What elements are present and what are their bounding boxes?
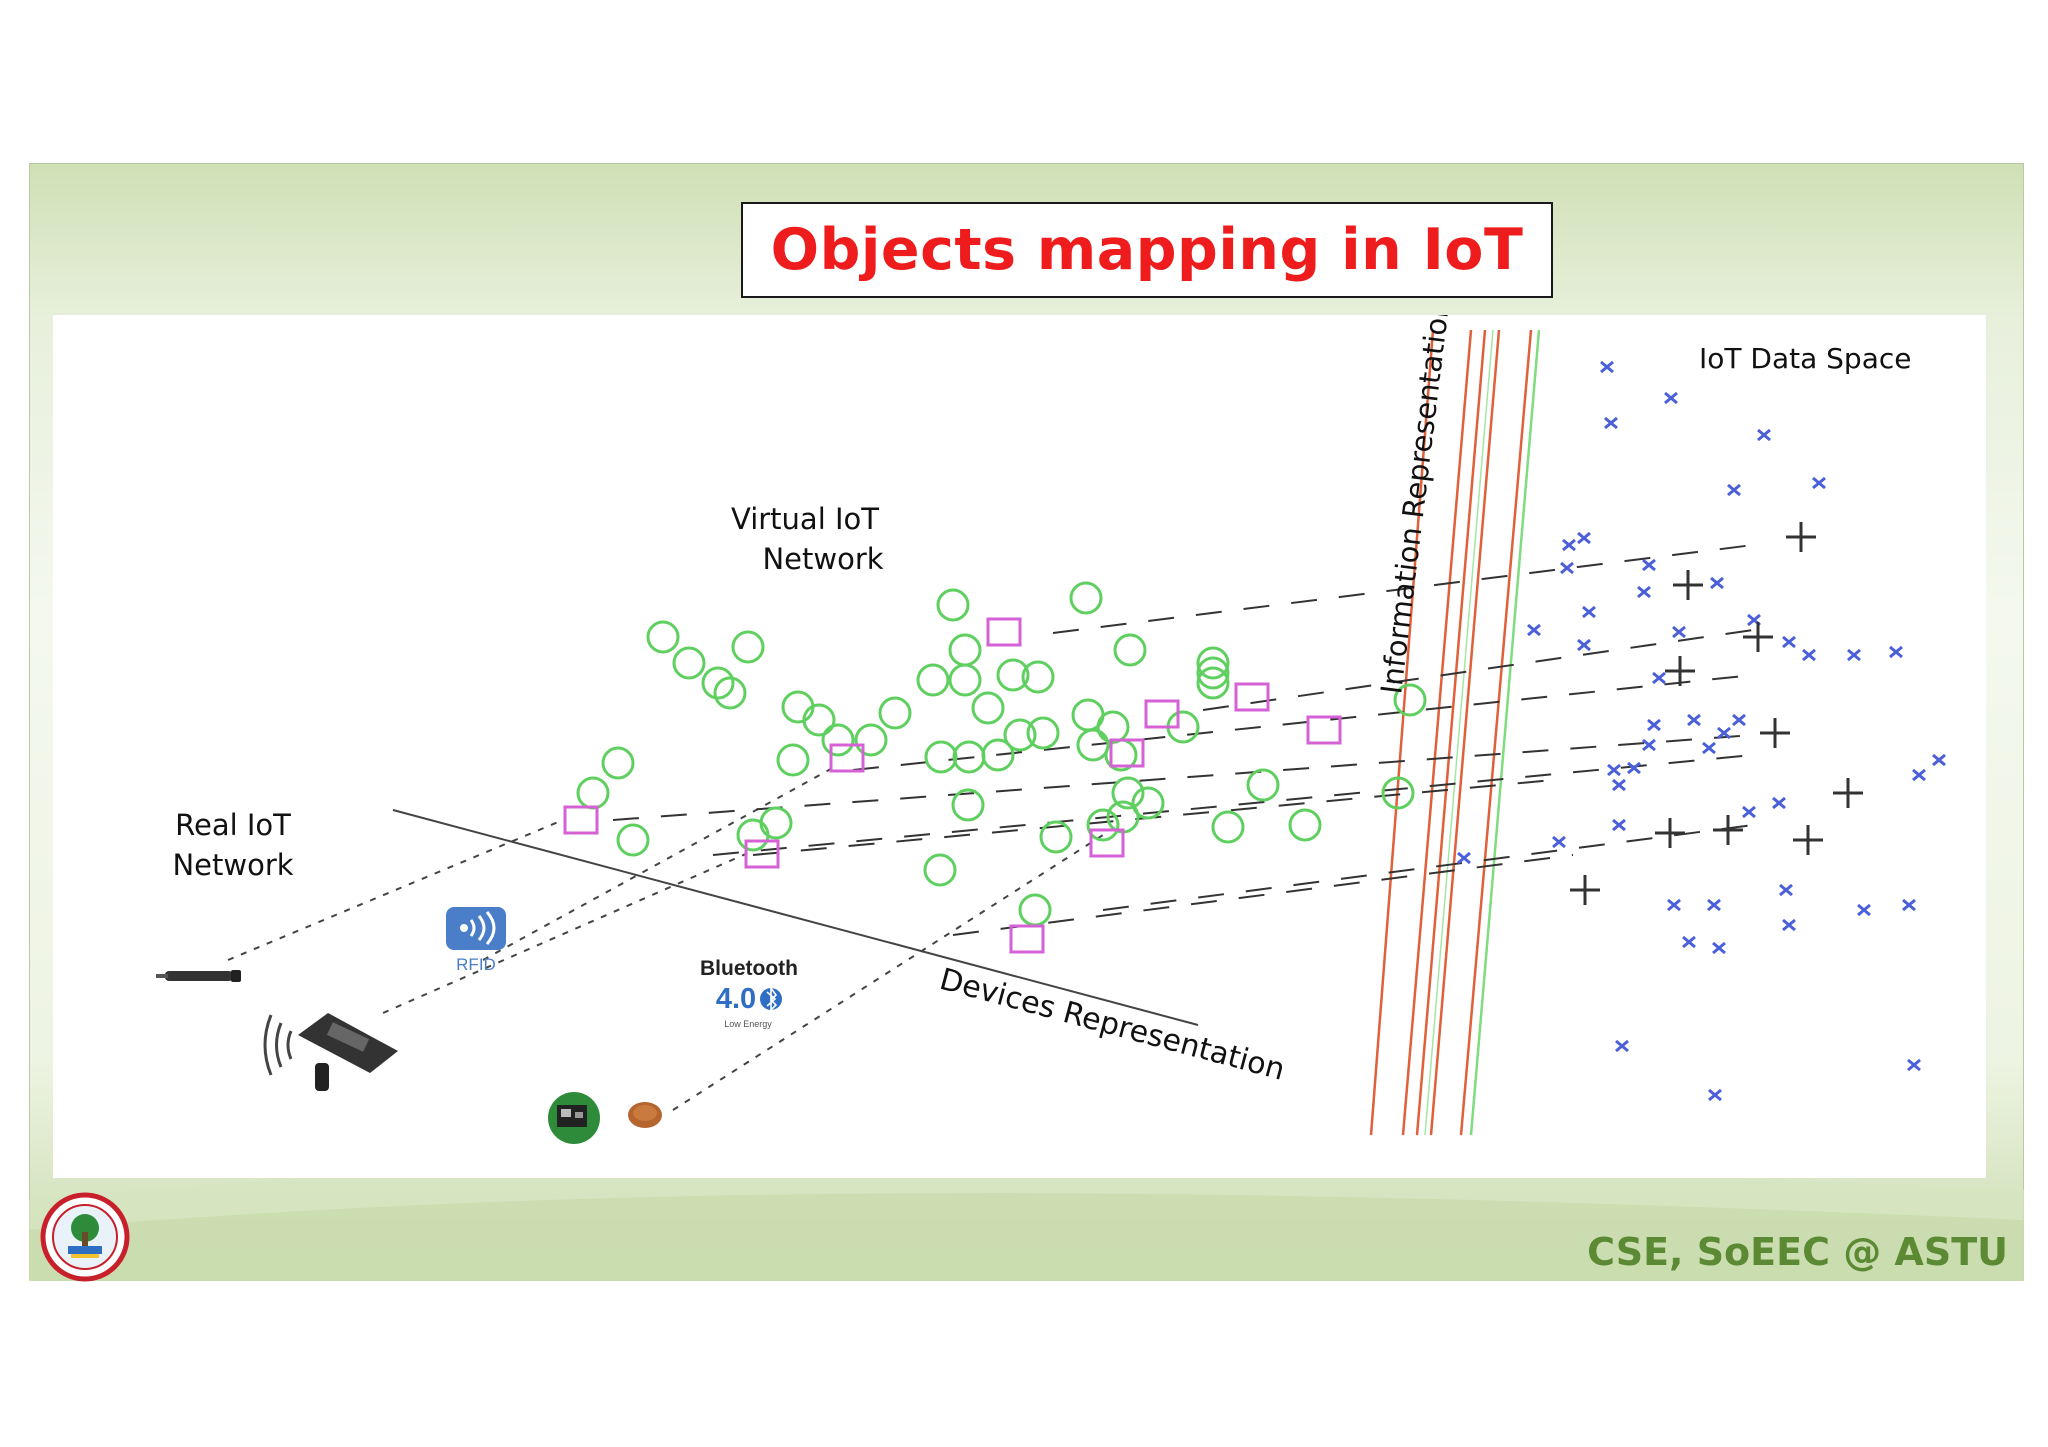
real-network-label-line2: Network	[172, 848, 293, 882]
data-space-crosses	[1457, 360, 1946, 1102]
bluetooth-sub: Low Energy	[724, 1019, 772, 1029]
objects-mapping-diagram: Real IoT Network Virtual IoT Network Dev…	[156, 315, 1946, 1144]
virtual-network-label-line1: Virtual IoT	[731, 502, 879, 536]
handheld-scanner-icon	[263, 1013, 398, 1091]
devices-representation-divider	[392, 809, 1199, 1026]
circuit-board-icon	[548, 1092, 600, 1144]
slide-title: Objects mapping in IoT	[770, 217, 1524, 283]
rfid-label: RFID	[456, 955, 496, 974]
real-network-label: Real IoT Network	[172, 808, 293, 882]
university-seal-icon	[40, 1192, 130, 1282]
diagram-panel: Real IoT Network Virtual IoT Network Dev…	[53, 315, 1986, 1178]
rfid-icon: RFID	[446, 907, 506, 974]
information-representation-boundary	[1369, 329, 1541, 1136]
coin-icon	[628, 1102, 662, 1128]
virtual-object-squares	[563, 617, 1342, 954]
bluetooth-label: Bluetooth	[700, 957, 798, 980]
virtual-object-circles	[576, 581, 1427, 927]
slide-title-box: Objects mapping in IoT	[741, 202, 1553, 298]
data-space-label: IoT Data Space	[1699, 342, 1911, 375]
footer-swoosh	[29, 1161, 2024, 1281]
real-network-label-line1: Real IoT	[175, 808, 291, 842]
footer-credit: CSE, SoEEC @ ASTU	[1587, 1230, 2008, 1274]
data-space-plus-markers	[1570, 522, 1863, 905]
pen-sensor-icon	[156, 970, 241, 982]
virtual-network-label-line2: Network	[762, 542, 883, 576]
data-mapping-lines	[612, 544, 1754, 936]
devices-representation-label: Devices Representation	[936, 962, 1289, 1088]
device-mapping-lines	[227, 764, 1104, 1111]
bluetooth-version: 4.0	[716, 983, 756, 1015]
bluetooth-icon: Bluetooth 4.0 Low Energy	[700, 957, 798, 1029]
virtual-network-label: Virtual IoT Network	[731, 502, 884, 576]
